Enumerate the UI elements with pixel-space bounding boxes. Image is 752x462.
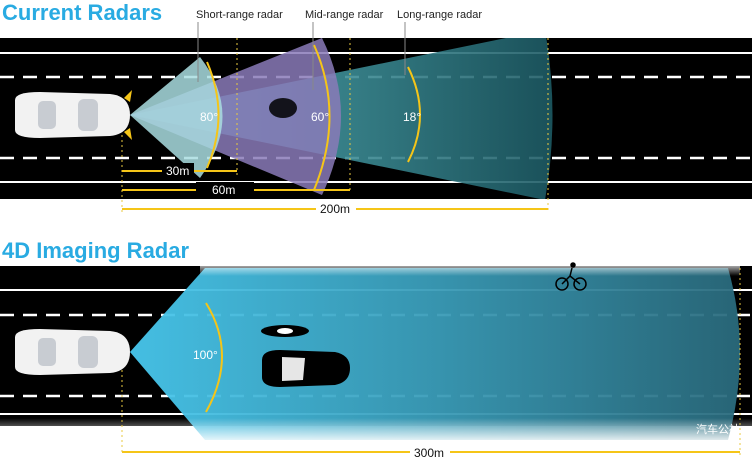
motorcycle-icon bbox=[261, 325, 309, 337]
long-angle-label: 18° bbox=[403, 110, 421, 124]
short-distance: 30m bbox=[166, 164, 189, 178]
target-car-icon bbox=[262, 350, 350, 387]
callout-lines bbox=[197, 22, 406, 90]
short-range-cone bbox=[130, 57, 223, 178]
long-distance: 200m bbox=[320, 202, 350, 216]
car-bottom bbox=[15, 329, 130, 375]
car-top bbox=[15, 90, 132, 140]
mid-range-cone bbox=[130, 38, 341, 195]
cyclist-icon bbox=[555, 262, 587, 291]
long-range-cone bbox=[130, 38, 553, 199]
imaging-angle-label: 100° bbox=[193, 348, 218, 362]
short-angle-label: 80° bbox=[200, 110, 218, 124]
obstacle-vehicle bbox=[269, 98, 297, 118]
angle-arcs bbox=[206, 44, 421, 191]
imaging-angle-arc bbox=[205, 302, 223, 413]
dotted-guides bbox=[121, 38, 549, 212]
current-radars-title: Current Radars bbox=[2, 0, 162, 25]
imaging-radar-coverage bbox=[130, 268, 740, 440]
watermark: 汽车公社 bbox=[696, 422, 740, 436]
imaging-dotted-guides bbox=[121, 268, 741, 455]
mid-angle-label: 60° bbox=[311, 110, 329, 124]
long-range-label: Long-range radar bbox=[397, 9, 482, 21]
imaging-radar-title: 4D Imaging Radar bbox=[2, 238, 189, 263]
mid-distance: 60m bbox=[212, 183, 235, 197]
imaging-distance: 300m bbox=[414, 446, 444, 460]
short-range-label: Short-range radar bbox=[196, 9, 283, 21]
mid-range-label: Mid-range radar bbox=[305, 9, 384, 21]
